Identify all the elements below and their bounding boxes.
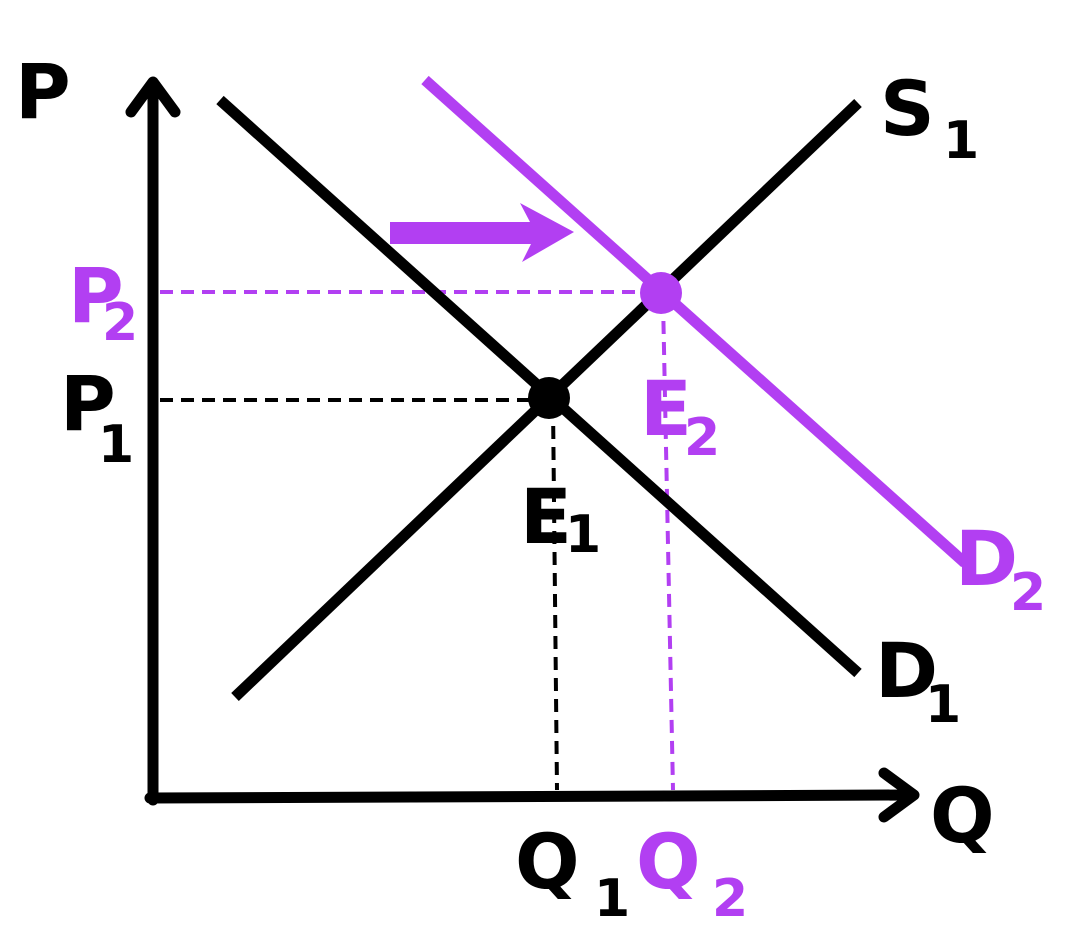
demand2-label-sub: 2 — [1010, 563, 1046, 623]
x-axis-arrow-icon — [878, 767, 920, 823]
q2-label-sub: 2 — [712, 869, 748, 929]
equilibrium-e1-point — [528, 377, 570, 419]
e1-label-letter: E — [520, 472, 572, 561]
demand1-label-sub: 1 — [925, 675, 961, 735]
supply-label: S 1 — [880, 64, 979, 171]
e2-label-sub: 2 — [684, 408, 720, 468]
y-axis — [125, 76, 181, 806]
demand2-label-letter: D — [955, 514, 1018, 603]
supply-label-letter: S — [880, 64, 935, 153]
p1-label-letter: P — [60, 359, 116, 448]
q1-label-letter: Q — [515, 817, 580, 906]
e2-label-letter: E — [640, 364, 692, 453]
q2-label-letter: Q — [636, 817, 701, 906]
y-axis-label: P — [15, 47, 71, 136]
q1-guide-line — [551, 404, 559, 791]
q2-label: Q 2 — [636, 817, 748, 929]
y-axis-arrow-icon — [125, 76, 181, 118]
demand1-label-letter: D — [875, 626, 938, 715]
e1-label: E 1 — [520, 472, 601, 565]
q1-label: Q 1 — [515, 817, 630, 929]
p2-label-sub: 2 — [102, 293, 138, 353]
e2-label: E 2 — [640, 364, 720, 468]
x-axis-label: Q — [930, 771, 995, 860]
demand1-label: D 1 — [875, 626, 961, 735]
supply-label-sub: 1 — [943, 111, 979, 171]
demand2-label: D 2 — [955, 514, 1046, 623]
demand-curve-d2 — [421, 75, 969, 568]
q2-guide-line — [661, 299, 675, 791]
q1-label-sub: 1 — [594, 869, 630, 929]
p2-label-letter: P — [68, 251, 124, 340]
p2-label: P 2 — [68, 251, 138, 353]
right-arrow-icon — [390, 203, 574, 262]
e1-label-sub: 1 — [565, 505, 601, 565]
equilibrium-e2-point — [640, 272, 682, 314]
p1-label-sub: 1 — [98, 415, 134, 475]
p1-label: P 1 — [60, 359, 134, 475]
x-axis — [144, 767, 920, 823]
